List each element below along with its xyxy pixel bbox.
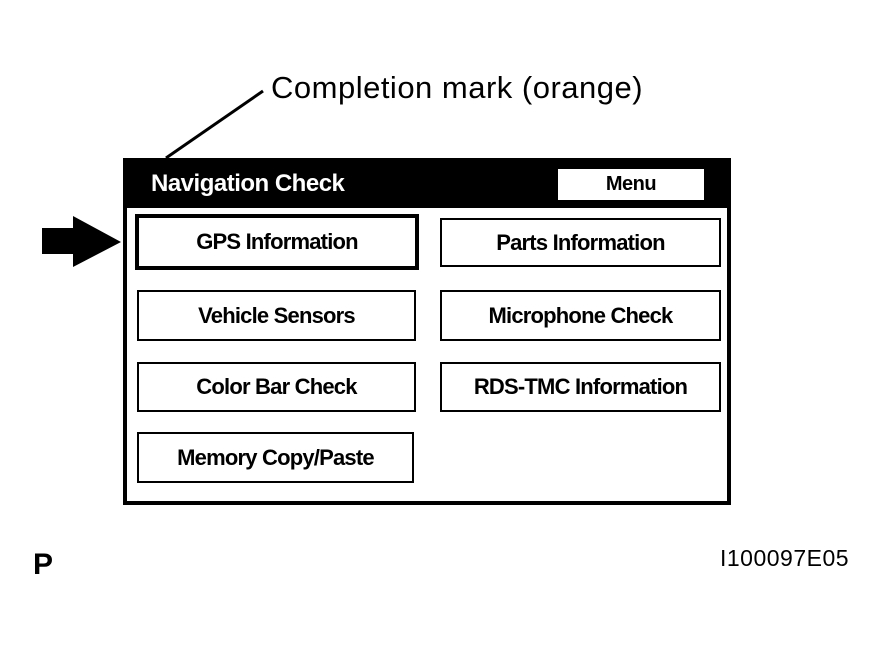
figure-id: I100097E05 [720, 545, 850, 571]
button-rds-tmc-information[interactable]: RDS-TMC Information [440, 362, 721, 412]
button-parts-information[interactable]: Parts Information [440, 218, 721, 267]
button-microphone-check[interactable]: Microphone Check [440, 290, 721, 341]
menu-button[interactable]: Menu [558, 169, 704, 200]
navigation-check-screen: Navigation Check Menu GPS Information Pa… [123, 158, 731, 505]
button-vehicle-sensors[interactable]: Vehicle Sensors [137, 290, 416, 341]
button-gps-information[interactable]: GPS Information [135, 214, 419, 270]
button-color-bar-check[interactable]: Color Bar Check [137, 362, 416, 412]
callout-leader-line [165, 89, 264, 160]
button-memory-copy-paste[interactable]: Memory Copy/Paste [137, 432, 414, 483]
screen-title: Navigation Check [151, 170, 345, 197]
callout-label: Completion mark (orange) [271, 70, 644, 105]
titlebar: Navigation Check Menu [127, 162, 727, 208]
selection-arrow-icon [42, 216, 121, 267]
page-marker: P [33, 548, 54, 581]
